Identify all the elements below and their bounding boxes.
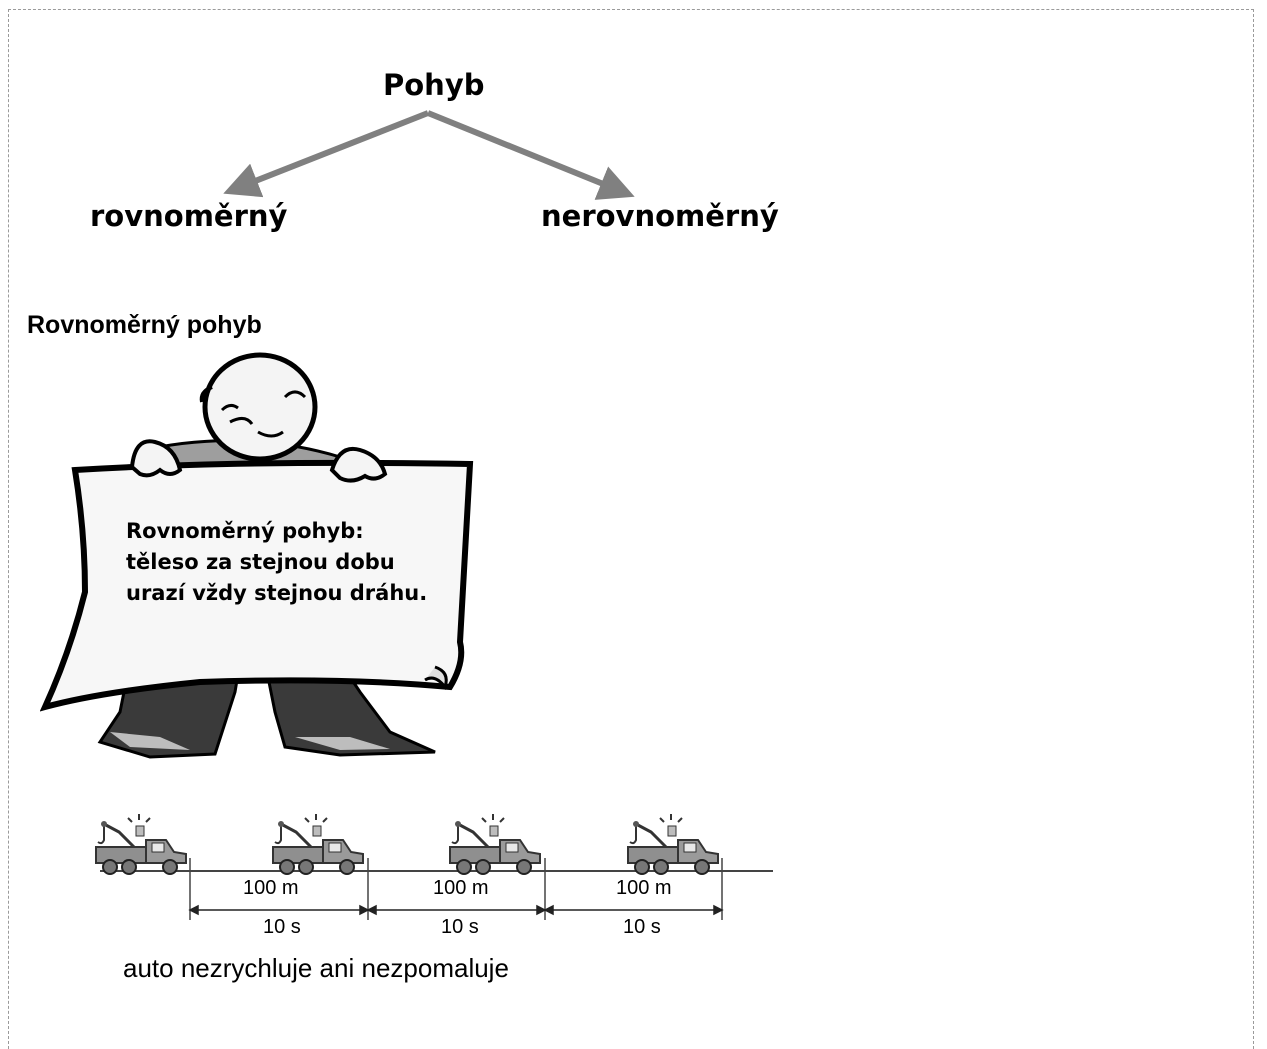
concept-diagram-arrows [223,110,635,200]
arrow-right [426,110,635,200]
sign-text: Rovnoměrný pohyb: těleso za stejnou dobu… [126,516,456,609]
diagram-right-branch: nerovnoměrný [541,199,779,233]
segment-distance-label: 100 m [243,877,299,899]
sign-sheet [40,459,474,712]
hands [129,439,388,483]
tow-truck-icon [448,812,542,876]
trucks-illustration [94,812,773,920]
sign-curl [424,665,448,691]
illustration-caption: auto nezrychluje ani nezpomaluje [123,953,509,983]
tow-truck-icon [94,812,188,876]
diagram-left-branch: rovnoměrný [90,199,288,233]
head [199,352,318,462]
arrow-left [223,110,430,198]
sign-line-2: urazí vždy stejnou dráhu. [126,581,428,605]
segment-time-label: 10 s [623,916,661,938]
segment-distance-label: 100 m [616,877,672,899]
sign-line-1: těleso za stejnou dobu [126,550,395,574]
segment-distance-label: 100 m [433,877,489,899]
tow-truck-icon [626,812,720,876]
segment-arrows [188,904,724,916]
sign-title: Rovnoměrný pohyb: [126,519,364,543]
section-heading: Rovnoměrný pohyb [27,311,262,339]
page-border [8,9,1254,1049]
segment-time-label: 10 s [263,916,301,938]
cartoon-figure-with-sign [40,352,474,759]
diagram-root-label: Pohyb [383,68,485,102]
segment-time-label: 10 s [441,916,479,938]
tow-truck-icon [271,812,365,876]
